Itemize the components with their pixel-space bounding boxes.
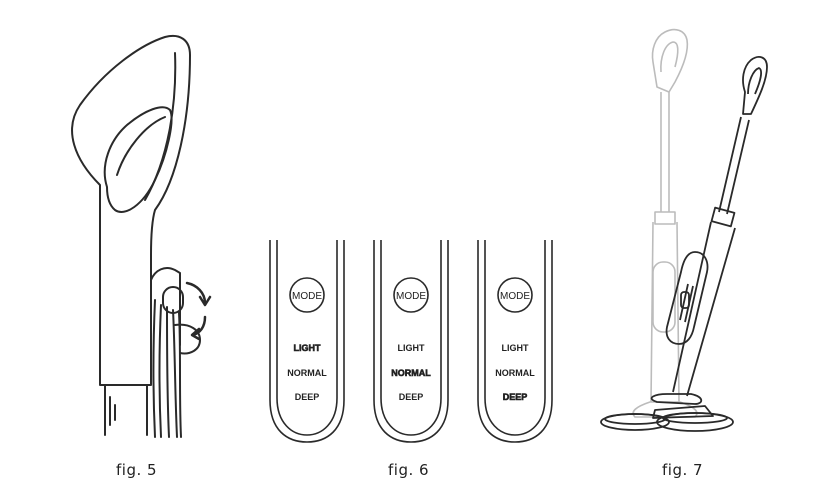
mode-panels-illustration: MODE MODE MODE LIGHT NORMAL DEEP LIGHT N… [269,240,553,443]
fig5-caption: fig. 5 [116,461,158,479]
panel3-normal: NORMAL [495,368,535,378]
panel1-normal: NORMAL [287,368,327,378]
fig7-caption: fig. 7 [662,461,704,479]
mode-label-3: MODE [500,291,530,302]
mode-label-1: MODE [292,291,322,302]
handle-cord-wrap-illustration [71,35,212,438]
panel2-deep: DEEP [399,392,424,402]
steam-mop-illustration [600,28,768,432]
panel2-light: LIGHT [398,343,425,353]
panel2-normal: NORMAL [391,368,431,378]
panel3-deep: DEEP [503,392,528,402]
fig6-caption: fig. 6 [388,461,430,479]
mode-button-3 [497,277,533,313]
panel3-light: LIGHT [502,343,529,353]
panel1-deep: DEEP [295,392,320,402]
mode-button-2 [393,277,429,313]
panel1-light: LIGHT [294,343,321,353]
mode-label-2: MODE [396,291,426,302]
mode-button-1 [289,277,325,313]
